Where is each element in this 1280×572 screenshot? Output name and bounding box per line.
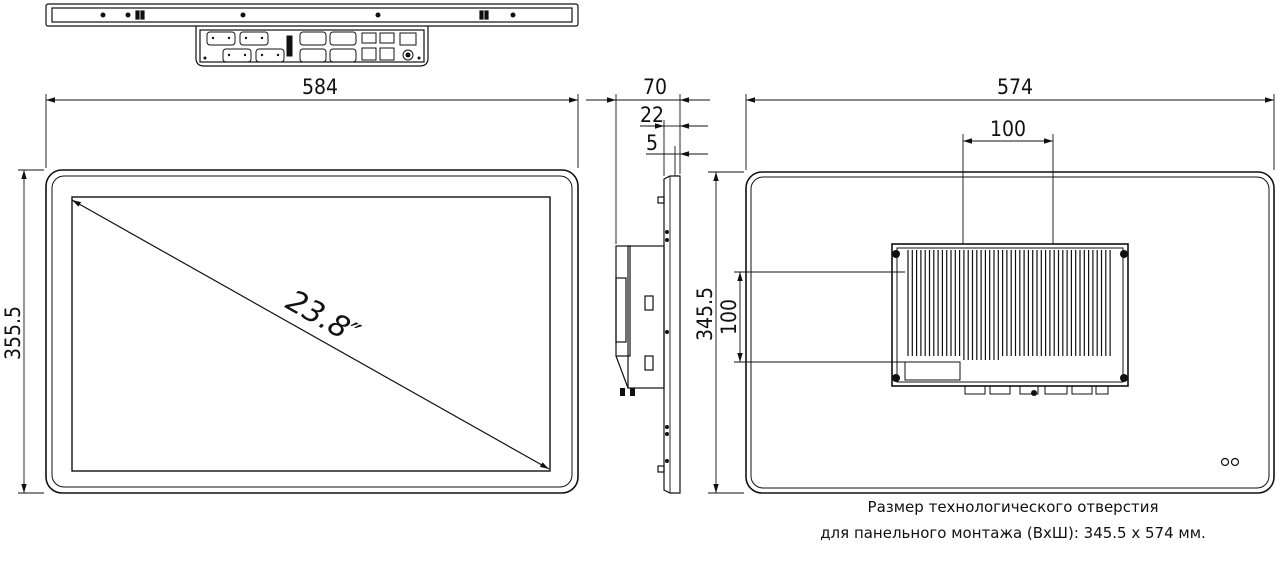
bezel-depth-label: 22 [640,103,664,127]
front-view [18,94,579,494]
rear-height-label: 345.5 [693,287,717,341]
caption-line-2: для панельного монтажа (ВхШ): 345.5 х 57… [820,524,1206,542]
front-height-label: 355.5 [1,306,25,360]
vesa-vertical-label: 100 [717,299,741,335]
caption-line-1: Размер технологического отверстия [868,498,1159,516]
side-view [586,94,710,494]
status-led-icon [1220,457,1230,467]
rear-view [708,94,1275,494]
front-depth-label: 5 [646,131,658,155]
top-view [45,3,579,67]
vesa-horizontal-label: 100 [990,117,1026,141]
heatsink-fins [907,250,1111,360]
side-depth-label: 70 [643,75,667,99]
io-panel [195,26,429,67]
rear-width-label: 574 [997,75,1033,99]
front-width-label: 584 [302,75,338,99]
diagonal-dim-line [71,199,550,470]
